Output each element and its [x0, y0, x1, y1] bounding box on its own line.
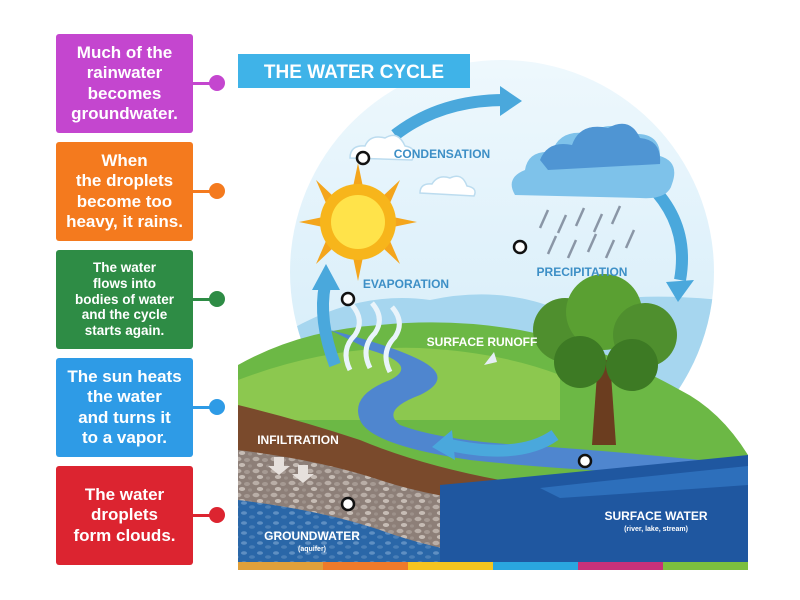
strip-segment [663, 562, 748, 570]
label-surface-water: SURFACE WATER [604, 509, 707, 523]
label-groundwater: GROUNDWATER [264, 529, 360, 543]
label-surface-runoff: SURFACE RUNOFF [427, 335, 538, 349]
label-precipitation: PRECIPITATION [537, 265, 628, 279]
strip-segment [408, 562, 493, 570]
strip-segment [578, 562, 663, 570]
label-evaporation: EVAPORATION [363, 277, 449, 291]
drop-target-surface-water[interactable] [579, 455, 591, 467]
strip-segment [238, 562, 323, 570]
sun-icon [299, 163, 417, 281]
strip-segment [493, 562, 578, 570]
label-groundwater-sub: (aquifer) [298, 546, 326, 553]
drop-target-groundwater[interactable] [342, 498, 354, 510]
drop-target-condensation[interactable] [357, 152, 369, 164]
label-infiltration: INFILTRATION [257, 433, 339, 447]
drop-target-precipitation[interactable] [514, 241, 526, 253]
strip-segment [323, 562, 408, 570]
diagram-title: THE WATER CYCLE [264, 62, 444, 83]
label-condensation: CONDENSATION [394, 147, 490, 161]
drop-target-evaporation[interactable] [342, 293, 354, 305]
label-surface-water-sub: (river, lake, stream) [624, 526, 688, 533]
